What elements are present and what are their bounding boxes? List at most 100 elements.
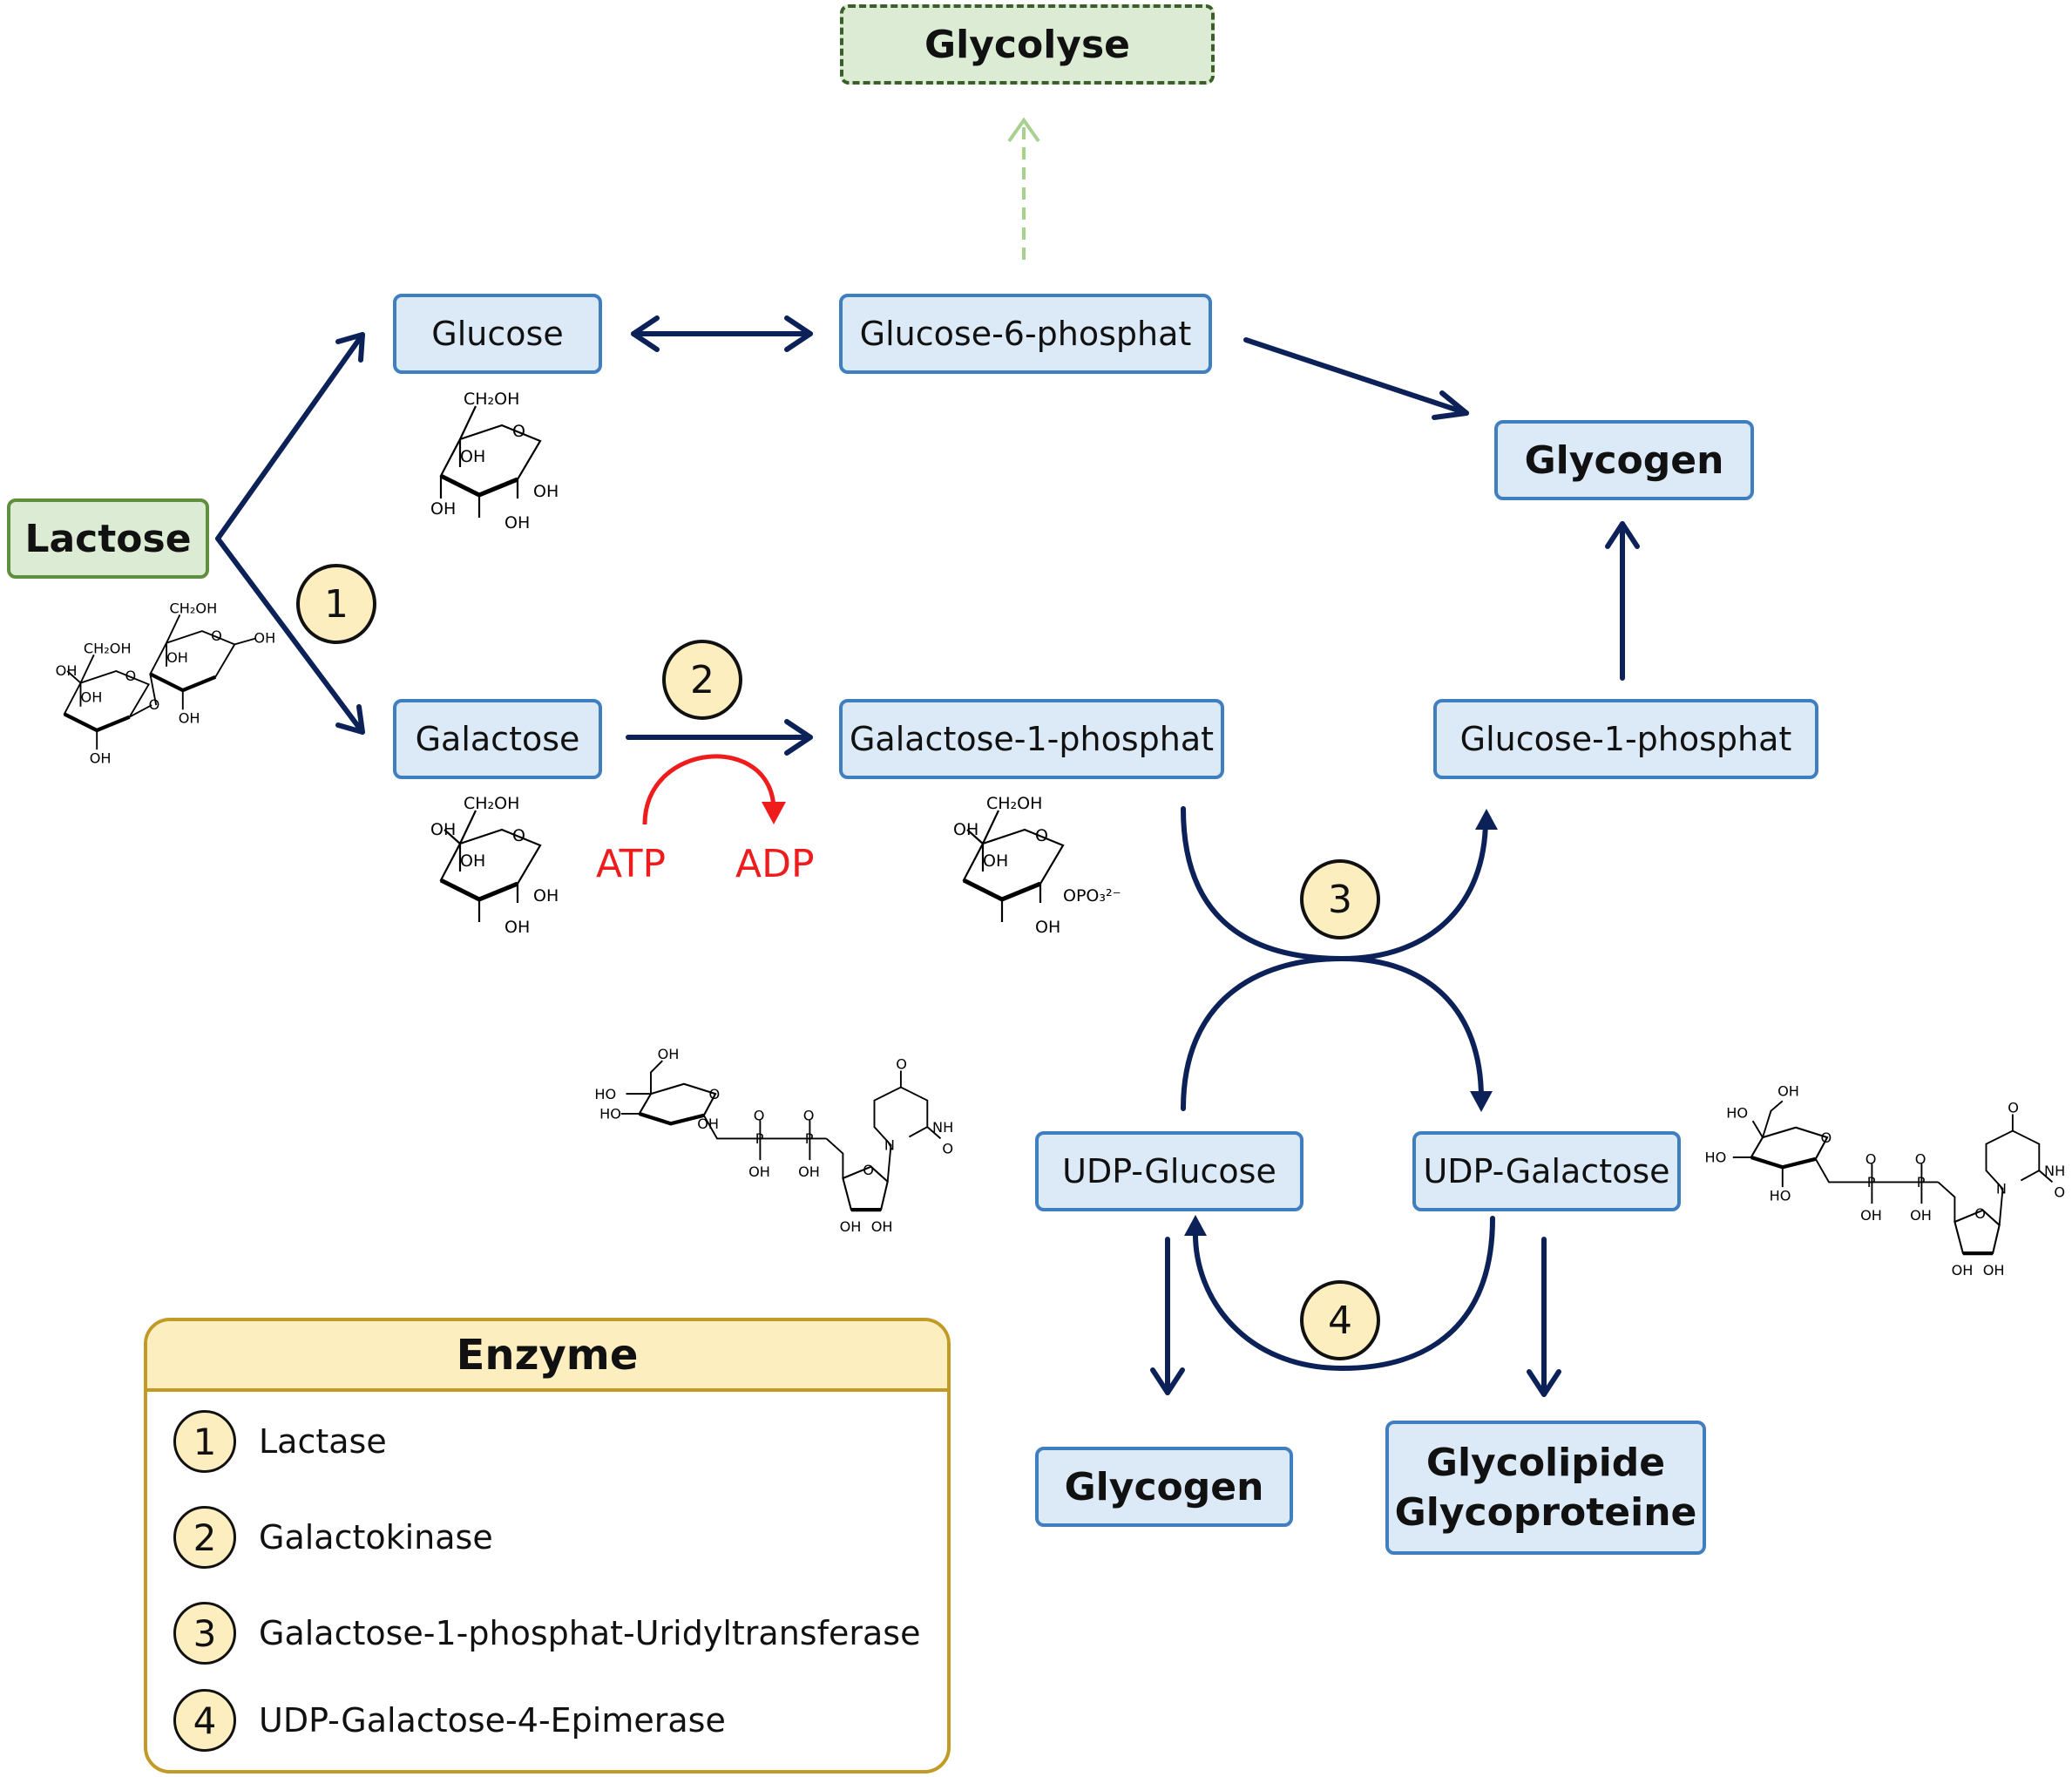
glycogen-bottom-node: Glycogen [1035, 1447, 1293, 1527]
arrowhead-udpglc-tip [1184, 1215, 1207, 1236]
p-label: P [1867, 1174, 1876, 1190]
arrowhead-g6p [784, 315, 813, 352]
enzyme-step-3: 3 [1300, 859, 1380, 939]
galactose-1-phosphate-structure: CH₂OH O OH OH OPO₃²⁻ OH [953, 794, 1121, 937]
arrowhead-glycogen-g1p [1605, 521, 1640, 549]
legend-number: 4 [173, 1689, 236, 1752]
p-label: P [755, 1130, 764, 1147]
glucose-6-phosphat-node: Glucose-6-phosphat [839, 294, 1212, 374]
arrowhead-glucose [335, 332, 365, 363]
g6p-to-glycogen-arrow [1243, 337, 1469, 416]
legend-title: Enzyme [147, 1321, 947, 1392]
glycolyse-node: Glycolyse [840, 4, 1215, 85]
legend-item-epimerase: 4 UDP-Galactose-4-Epimerase [173, 1689, 726, 1752]
enzyme-step-2: 2 [662, 640, 742, 720]
ring-o-label: O [512, 826, 525, 845]
legend-number: 2 [173, 1506, 236, 1569]
glycolipide-label: Glycolipide [1425, 1440, 1666, 1485]
udp-glucose-structure: OH HO HO O OH O P O P OH OH O NH N O O O… [594, 1046, 953, 1235]
lactose-to-glucose-arrow [215, 332, 365, 541]
step4-curve [1192, 1216, 1495, 1371]
oh-label: OH [460, 447, 485, 466]
legend-enzyme-name: Lactase [259, 1422, 387, 1461]
ring-o-label: O [125, 668, 137, 684]
oh-label: OH [953, 820, 978, 839]
galactose-1-phosphat-node: Galactose-1-phosphat [839, 699, 1224, 779]
legend-number: 3 [173, 1602, 236, 1665]
glycogen-top-node: Glycogen [1494, 420, 1754, 500]
oh-label: OH [533, 886, 559, 905]
lactose-to-galactose-arrow [215, 536, 365, 735]
atp-label: ATP [596, 842, 667, 886]
arrowhead-glycogen-bottom [1150, 1367, 1185, 1395]
arrowhead-glycolipide [1527, 1369, 1561, 1397]
glycolyse-arrow [1007, 117, 1040, 260]
legend-number: 1 [173, 1410, 236, 1473]
lactose-node: Lactose [7, 499, 209, 579]
oh-label: OH [840, 1218, 862, 1235]
oh-label: OH [983, 851, 1008, 871]
oh-label: OH [1035, 918, 1060, 937]
arrowhead-g1p-tip [1475, 809, 1498, 830]
oh-label: OH [1910, 1207, 1932, 1224]
glucose-node: Glucose [393, 294, 602, 374]
ho-label: HO [594, 1086, 616, 1102]
oh-label: OH [798, 1163, 820, 1180]
enzyme-step-1: 1 [296, 564, 376, 644]
glucose-structure: CH₂OH O OH OH OH OH [430, 390, 559, 532]
udp-galactose-structure: HO OH HO HO O O P O P OH OH O NH N O O O… [1705, 1083, 2066, 1278]
step3-lower-curve [1181, 956, 1484, 1111]
glycolipide-glycoproteine-node: Glycolipide Glycoproteine [1385, 1421, 1706, 1555]
p-label: P [1917, 1174, 1926, 1190]
ho-label: HO [1705, 1150, 1727, 1166]
oh-label: OH [81, 689, 103, 706]
oh-label: OH [460, 851, 485, 871]
oh-label: OH [871, 1218, 893, 1235]
enzyme-legend: Enzyme 1 Lactase 2 Galactokinase 3 Galac… [144, 1318, 951, 1774]
ho-label: HO [1770, 1187, 1791, 1204]
oh-label: OH [56, 662, 78, 679]
oh-label: OH [1983, 1262, 2005, 1278]
arrowhead-galactose [335, 704, 365, 735]
ho-label: HO [599, 1106, 621, 1122]
lactose-structure: CH₂OH O OH OH OH O CH₂OH O OH OH OH [56, 600, 276, 767]
o-label: O [754, 1108, 765, 1124]
glycoproteine-label: Glycoproteine [1394, 1490, 1697, 1535]
ch2oh-label: CH₂OH [986, 794, 1042, 813]
adp-label: ADP [735, 842, 815, 886]
oh-label: OH [179, 710, 200, 727]
oh-label: OH [533, 482, 559, 501]
ch2oh-label: CH₂OH [170, 600, 218, 617]
nh-label: NH [932, 1119, 953, 1136]
oh-label: OH [254, 630, 275, 647]
o-label: O [2054, 1184, 2065, 1201]
ring-o-label: O [1035, 826, 1048, 845]
enzyme-step-4: 4 [1300, 1280, 1380, 1360]
glucose-1-phosphat-node: Glucose-1-phosphat [1433, 699, 1818, 779]
oh-label: OH [430, 820, 456, 839]
oh-label: OH [1777, 1083, 1799, 1100]
legend-item-lactase: 1 Lactase [173, 1410, 387, 1473]
udp-glucose-node: UDP-Glucose [1035, 1131, 1303, 1211]
legend-enzyme-name: UDP-Galactose-4-Epimerase [259, 1701, 726, 1740]
legend-enzyme-name: Galactokinase [259, 1518, 493, 1557]
ch2oh-label: CH₂OH [84, 641, 132, 657]
o-label: O [896, 1056, 907, 1073]
oh-label: OH [1952, 1262, 1974, 1278]
ring-o-label: O [709, 1086, 721, 1102]
o-label: O [1915, 1151, 1926, 1168]
glycosidic-o-label: O [149, 696, 160, 713]
n-label: N [1996, 1181, 2007, 1197]
arrowhead-gal1p [784, 719, 813, 756]
ring-o-label: O [512, 422, 525, 441]
galactose-node: Galactose [393, 699, 602, 779]
o-label: O [803, 1108, 815, 1124]
ring-o-label: O [1974, 1205, 1986, 1222]
oh-label: OH [748, 1163, 770, 1180]
opo3-label: OPO₃²⁻ [1063, 886, 1121, 905]
o-label: O [2008, 1100, 2019, 1116]
oh-label: OH [504, 513, 530, 532]
n-label: N [884, 1137, 895, 1154]
arrowhead-udpgal-tip [1470, 1091, 1493, 1112]
